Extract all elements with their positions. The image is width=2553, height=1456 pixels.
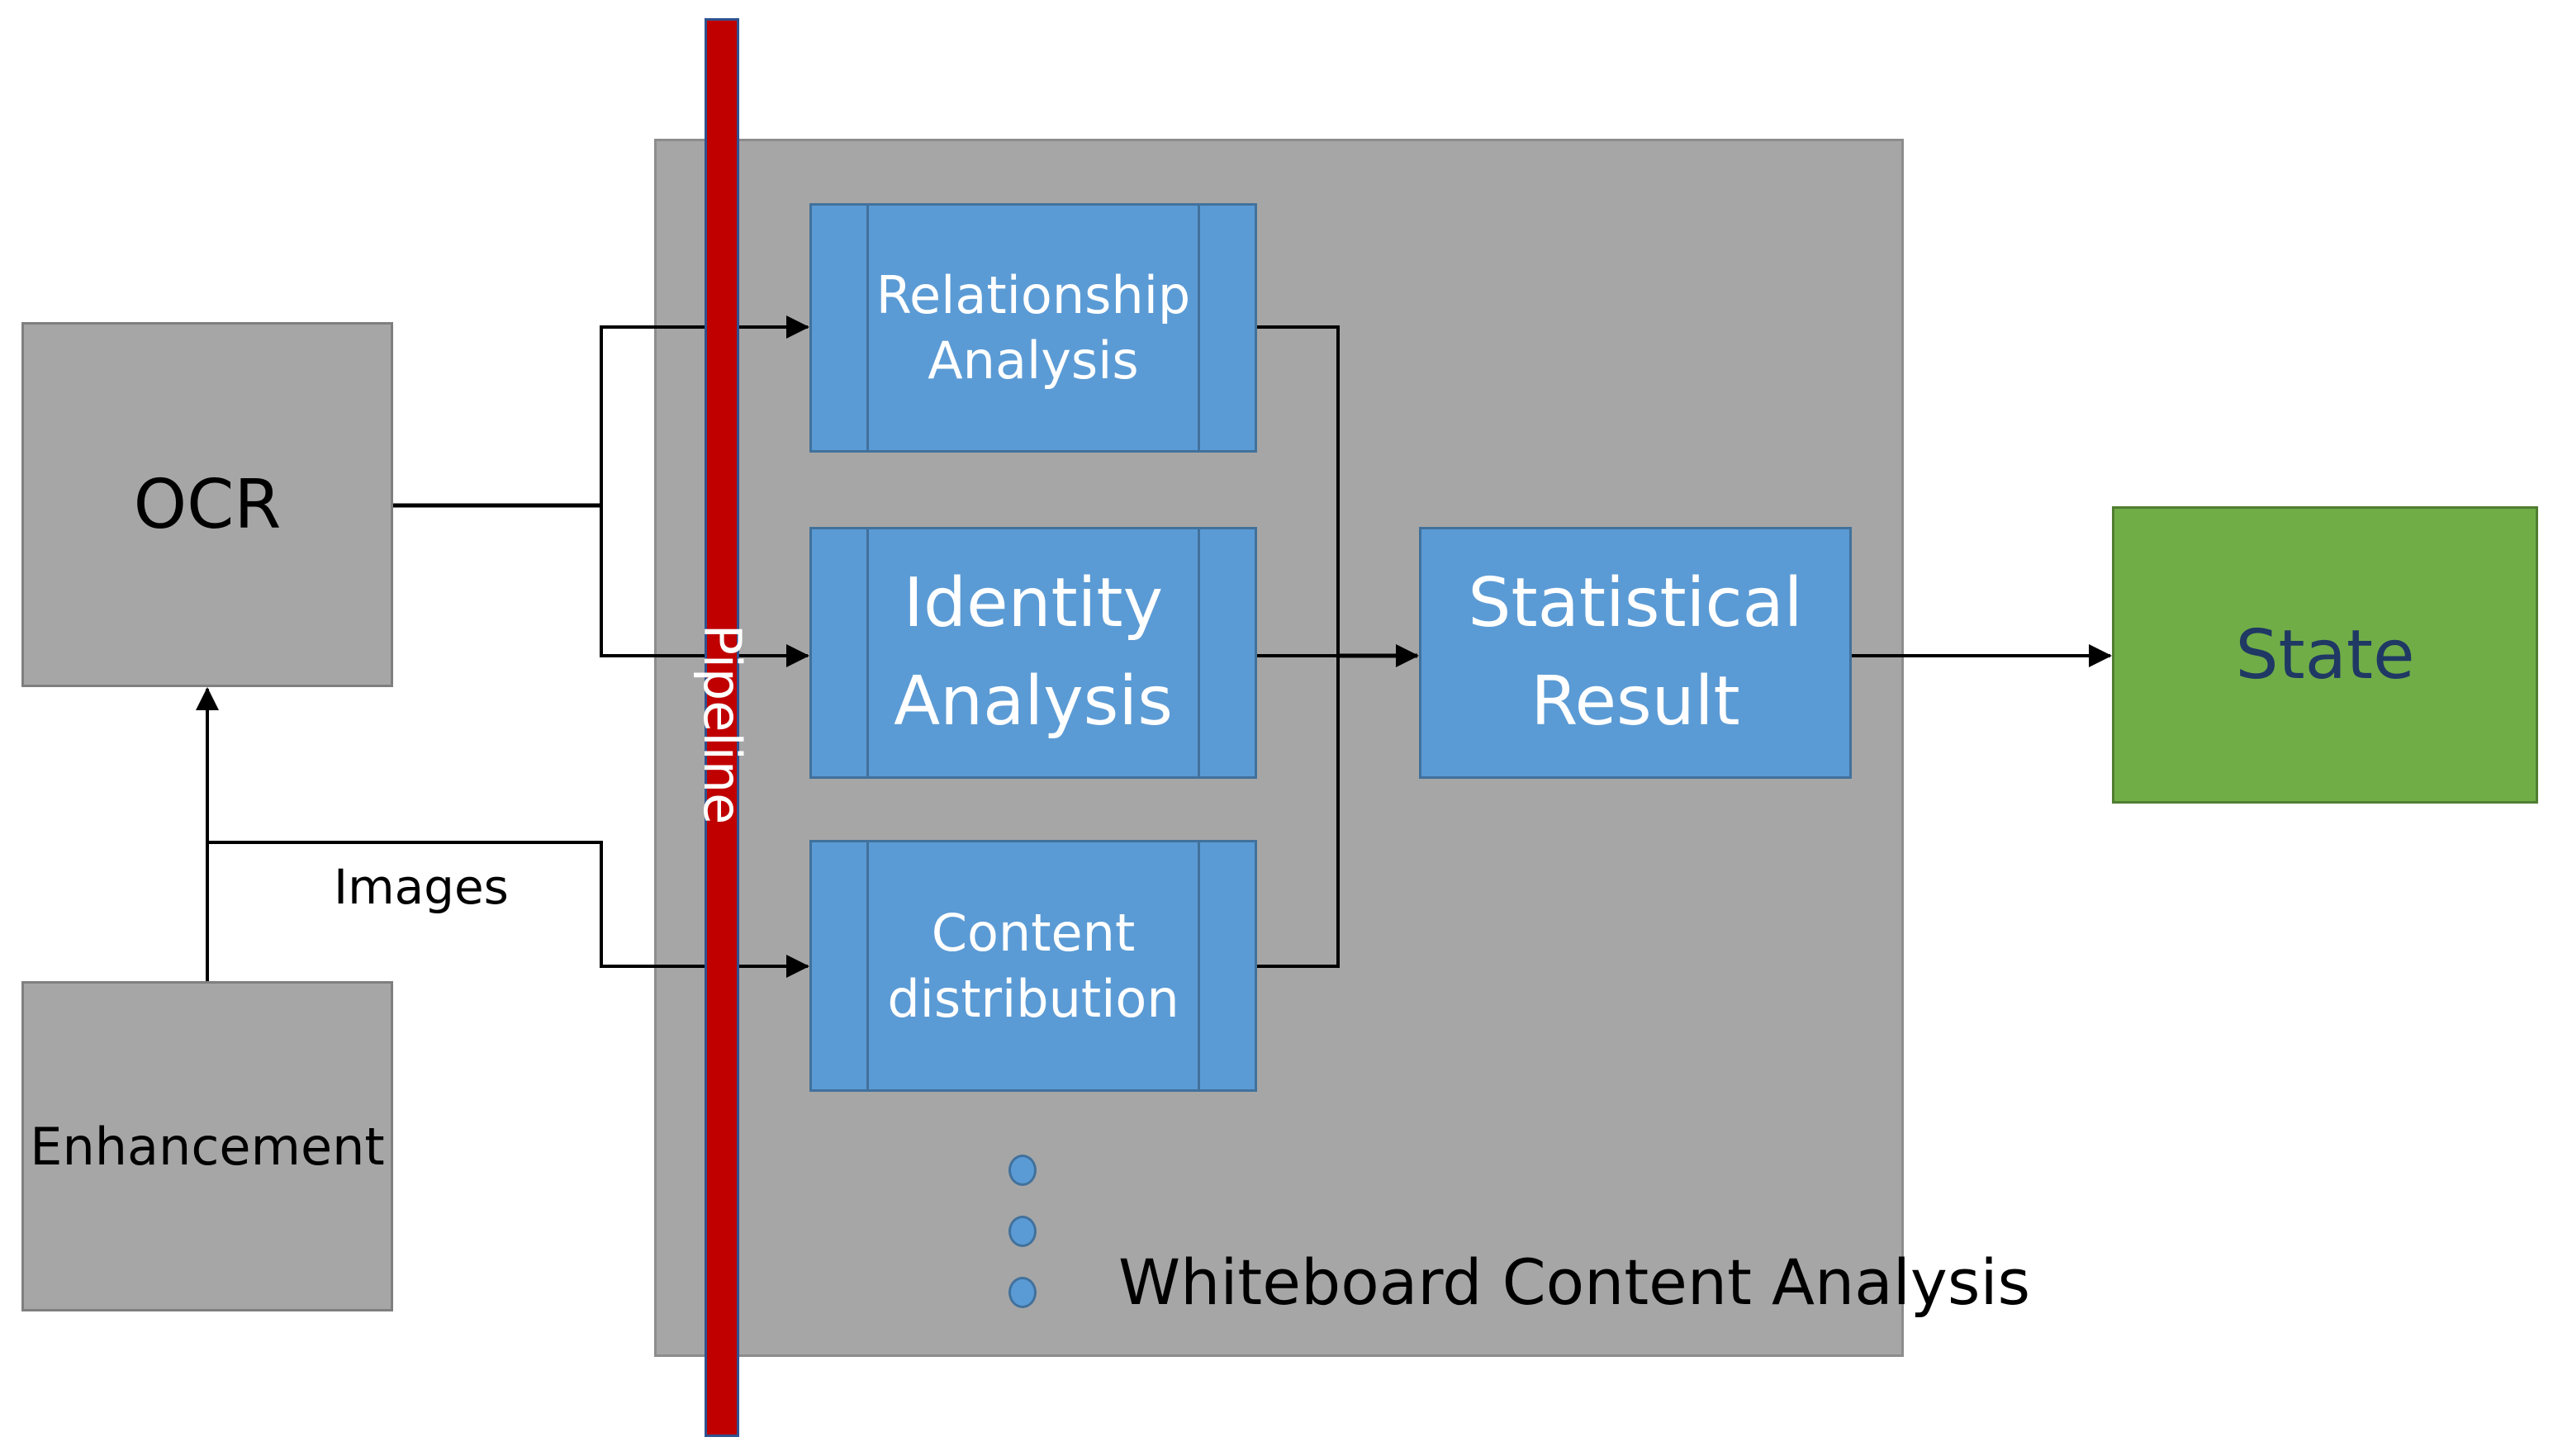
process-bar-left (812, 206, 869, 450)
content-distribution-label: Content distribution (887, 903, 1179, 1029)
process-bar-left (812, 529, 869, 776)
connector-relationship-out (1257, 325, 1340, 968)
images-label: Images (334, 859, 509, 915)
process-bar-left (812, 842, 869, 1089)
identity-analysis-label: Identity Analysis (894, 563, 1173, 741)
state-label: State (2235, 615, 2415, 695)
pipeline-label: Pipeline (692, 624, 752, 825)
process-bar-right (1198, 206, 1255, 450)
enhancement-box: Enhancement (21, 981, 393, 1311)
enhancement-label: Enhancement (30, 1116, 385, 1177)
process-bar-right (1198, 842, 1255, 1089)
process-bar-right (1198, 529, 1255, 776)
ellipsis-dot-2 (1008, 1216, 1037, 1247)
statistical-result-box: Statistical Result (1419, 527, 1852, 779)
relationship-analysis-label: Relationship Analysis (876, 264, 1191, 391)
connector-images (207, 841, 603, 966)
ocr-label: OCR (133, 465, 282, 544)
pipeline-bar (705, 18, 739, 1437)
ocr-box: OCR (21, 322, 393, 687)
ellipsis-dot-3 (1008, 1277, 1037, 1308)
content-distribution-box: Content distribution (809, 840, 1257, 1092)
relationship-analysis-box: Relationship Analysis (809, 203, 1257, 453)
state-box: State (2112, 506, 2538, 804)
whiteboard-content-analysis-label: Whiteboard Content Analysis (1118, 1245, 2031, 1319)
identity-analysis-box: Identity Analysis (809, 527, 1257, 779)
statistical-result-label: Statistical Result (1468, 563, 1803, 741)
ellipsis-dot-1 (1008, 1155, 1037, 1186)
